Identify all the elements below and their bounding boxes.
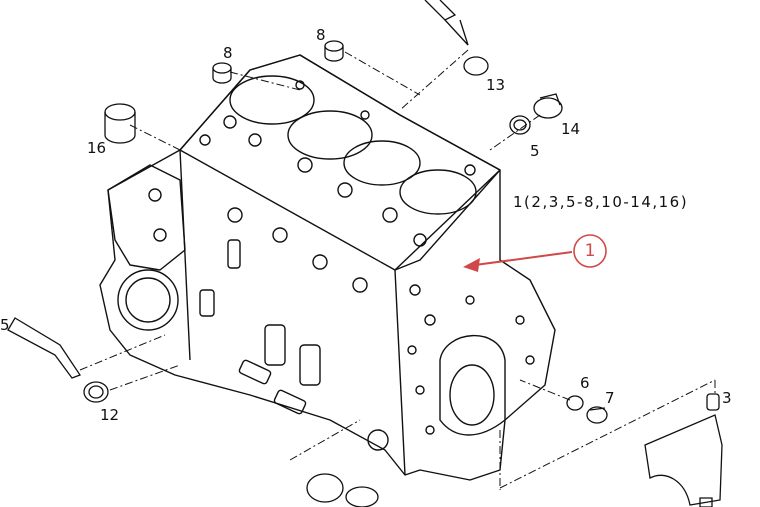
dowel-part-3 [706, 393, 720, 411]
cylinder-bore-3 [343, 140, 421, 186]
cylinder-bore-1 [229, 75, 315, 125]
front-face-edge [394, 269, 406, 476]
top-deck [179, 54, 501, 271]
seal-bottom-2 [345, 486, 379, 507]
callout-8-left: 8 [223, 44, 233, 62]
seal-part-12 [83, 381, 109, 403]
seal-bottom-1 [306, 473, 344, 503]
crank-bore [439, 334, 506, 436]
plug-part-14 [533, 93, 563, 119]
callout-8-right: 8 [316, 26, 326, 44]
callout-3: 3 [722, 389, 732, 407]
sealant-tube-top [424, 0, 469, 46]
washer-part-5-top [509, 115, 531, 135]
callout-5-top: 5 [530, 142, 540, 160]
callout-13: 13 [486, 76, 506, 94]
callout-6: 6 [580, 374, 590, 392]
left-flange [107, 164, 186, 271]
callout-12: 12 [100, 406, 120, 424]
highlight-marker-label: 1 [584, 241, 596, 261]
plug-part-8-right [324, 40, 344, 62]
plug-part-13 [463, 56, 489, 76]
washer-part-6 [566, 395, 584, 411]
highlight-marker [463, 234, 607, 272]
sealant-tube-left [7, 317, 81, 379]
bearing-cap [644, 414, 723, 507]
callout-5-left: 5 [0, 316, 10, 334]
cylinder-bore-4 [399, 169, 477, 215]
plug-part-7 [586, 406, 608, 424]
plug-part-8-left [212, 62, 232, 84]
callout-16: 16 [87, 139, 107, 157]
plug-part-16 [104, 103, 136, 144]
callout-14: 14 [561, 120, 581, 138]
cylinder-bore-2 [287, 110, 373, 160]
assembly-note: 1(2,3,5-8,10-14,16) [513, 193, 689, 211]
callout-7: 7 [605, 389, 615, 407]
